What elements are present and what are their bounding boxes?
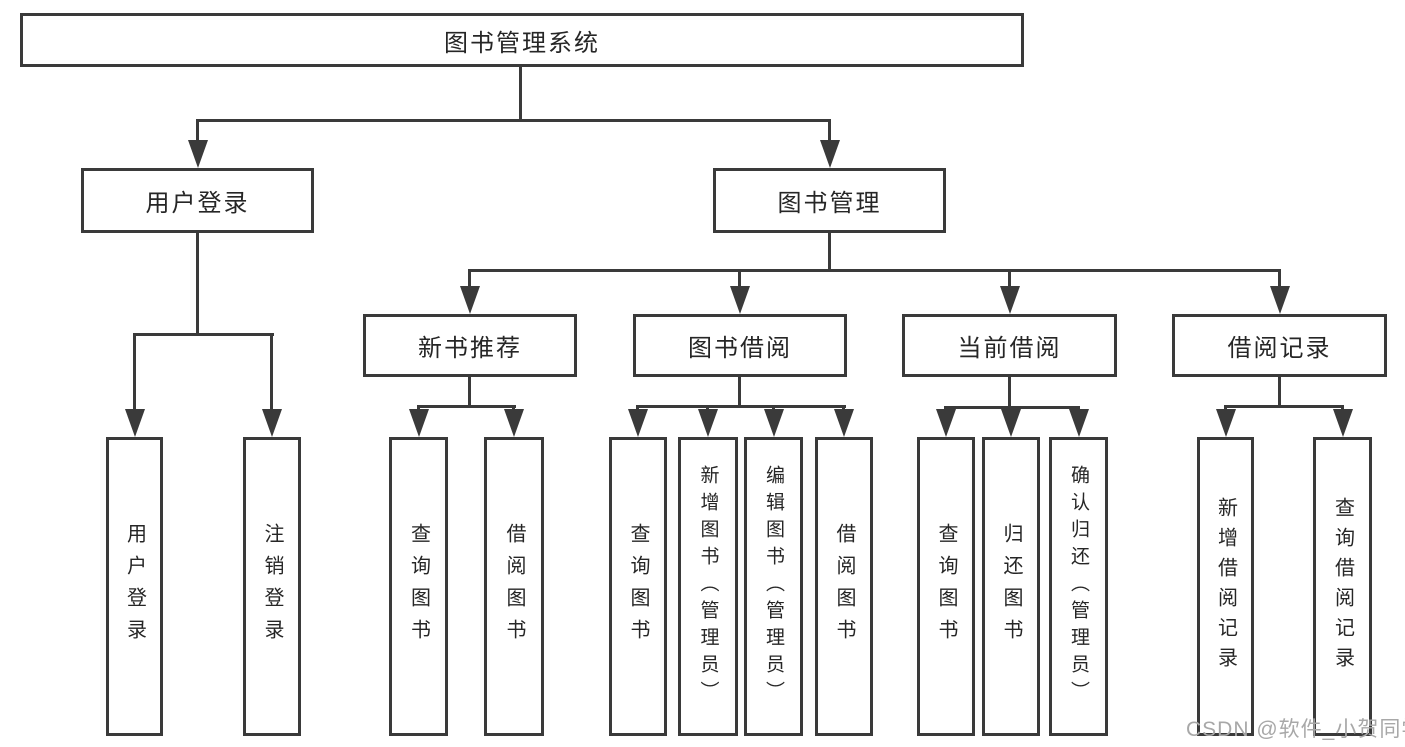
arrowhead-down-icon bbox=[460, 286, 480, 314]
leaf-edit-books-admin: 编辑图书（管理员） bbox=[744, 437, 803, 736]
node-label: 查询图书 bbox=[627, 522, 649, 651]
connector-line bbox=[1278, 377, 1281, 407]
connector-line bbox=[1341, 405, 1344, 411]
leaf-user-login: 用户登录 bbox=[106, 437, 163, 736]
connector-line bbox=[944, 406, 1080, 409]
node-label: 当前借阅 bbox=[957, 335, 1062, 362]
arrowhead-down-icon bbox=[504, 409, 524, 437]
node-label: 查询借阅记录 bbox=[1331, 496, 1354, 677]
connector-line bbox=[270, 333, 273, 409]
connector-line bbox=[636, 405, 846, 408]
node-label: 新增图书（管理员） bbox=[697, 465, 719, 708]
node-label: 借阅图书 bbox=[833, 522, 855, 651]
arrowhead-down-icon bbox=[1270, 286, 1290, 314]
arrowhead-down-icon bbox=[1069, 409, 1089, 437]
arrowhead-down-icon bbox=[188, 140, 208, 168]
connector-line bbox=[1224, 405, 1227, 411]
node-label: 查询图书 bbox=[935, 522, 957, 651]
connector-line bbox=[772, 405, 775, 411]
connector-line bbox=[133, 333, 136, 409]
leaf-query-borrow-record: 查询借阅记录 bbox=[1313, 437, 1372, 736]
node-label: 新增借阅记录 bbox=[1214, 496, 1237, 677]
connector-line bbox=[468, 377, 471, 407]
watermark: CSDN @软件_小贺同学 bbox=[1186, 718, 1405, 741]
node-label: 借阅记录 bbox=[1227, 335, 1332, 362]
leaf-logout: 注销登录 bbox=[243, 437, 301, 736]
arrowhead-down-icon bbox=[730, 286, 750, 314]
node-label: 用户登录 bbox=[145, 190, 250, 217]
arrowhead-down-icon bbox=[409, 409, 429, 437]
connector-line bbox=[1077, 406, 1080, 411]
node-current-borrow: 当前借阅 bbox=[902, 314, 1117, 377]
leaf-add-borrow-record: 新增借阅记录 bbox=[1197, 437, 1254, 736]
arrowhead-down-icon bbox=[125, 409, 145, 437]
node-label: 图书借阅 bbox=[688, 335, 792, 362]
arrowhead-down-icon bbox=[834, 409, 854, 437]
connector-line bbox=[738, 377, 741, 407]
node-label: 查询图书 bbox=[407, 522, 430, 651]
leaf-borrow-books: 借阅图书 bbox=[484, 437, 544, 736]
node-book-borrow: 图书借阅 bbox=[633, 314, 847, 377]
connector-line bbox=[417, 405, 420, 411]
connector-line bbox=[636, 405, 639, 411]
node-label: 图书管理系统 bbox=[444, 29, 600, 57]
node-label: 用户登录 bbox=[123, 522, 146, 651]
connector-line bbox=[828, 233, 831, 270]
arrowhead-down-icon bbox=[628, 409, 648, 437]
node-label: 归还图书 bbox=[1000, 522, 1022, 651]
node-label: 新书推荐 bbox=[418, 335, 522, 362]
connector-line bbox=[738, 269, 741, 287]
node-label: 图书管理 bbox=[777, 190, 882, 217]
node-book-management: 图书管理 bbox=[713, 168, 946, 233]
node-new-book-recommend: 新书推荐 bbox=[363, 314, 577, 377]
arrowhead-down-icon bbox=[1216, 409, 1236, 437]
connector-line bbox=[1278, 269, 1281, 287]
node-library-management-system: 图书管理系统 bbox=[20, 13, 1024, 67]
arrowhead-down-icon bbox=[936, 409, 956, 437]
leaf-add-books-admin: 新增图书（管理员） bbox=[678, 437, 738, 736]
connector-line bbox=[828, 119, 831, 142]
connector-line bbox=[512, 405, 515, 411]
connector-line bbox=[1008, 377, 1011, 408]
connector-line bbox=[1008, 269, 1011, 287]
node-user-login: 用户登录 bbox=[81, 168, 314, 233]
arrowhead-down-icon bbox=[262, 409, 282, 437]
leaf-query-books: 查询图书 bbox=[609, 437, 667, 736]
connector-line bbox=[468, 269, 471, 287]
leaf-borrow-books: 借阅图书 bbox=[815, 437, 873, 736]
connector-line bbox=[133, 333, 274, 336]
connector-line bbox=[417, 405, 516, 408]
connector-line bbox=[196, 119, 831, 122]
leaf-return-books: 归还图书 bbox=[982, 437, 1040, 736]
connector-line bbox=[519, 67, 522, 120]
node-borrow-records: 借阅记录 bbox=[1172, 314, 1387, 377]
arrowhead-down-icon bbox=[1001, 409, 1021, 437]
leaf-query-books: 查询图书 bbox=[917, 437, 975, 736]
connector-line bbox=[196, 119, 199, 142]
node-label: 注销登录 bbox=[261, 522, 283, 651]
arrowhead-down-icon bbox=[1000, 286, 1020, 314]
arrowhead-down-icon bbox=[820, 140, 840, 168]
connector-line bbox=[196, 233, 199, 334]
arrowhead-down-icon bbox=[1333, 409, 1353, 437]
connector-line bbox=[1224, 405, 1344, 408]
leaf-query-books: 查询图书 bbox=[389, 437, 448, 736]
connector-line bbox=[706, 405, 709, 411]
node-label: 借阅图书 bbox=[503, 522, 525, 651]
arrowhead-down-icon bbox=[764, 409, 784, 437]
connector-line bbox=[468, 269, 1281, 272]
node-label: 编辑图书（管理员） bbox=[763, 465, 784, 708]
connector-line bbox=[1009, 406, 1012, 411]
connector-line bbox=[842, 405, 845, 411]
leaf-confirm-return-admin: 确认归还（管理员） bbox=[1049, 437, 1108, 736]
node-label: 确认归还（管理员） bbox=[1068, 465, 1089, 708]
arrowhead-down-icon bbox=[698, 409, 718, 437]
connector-line bbox=[944, 406, 947, 411]
